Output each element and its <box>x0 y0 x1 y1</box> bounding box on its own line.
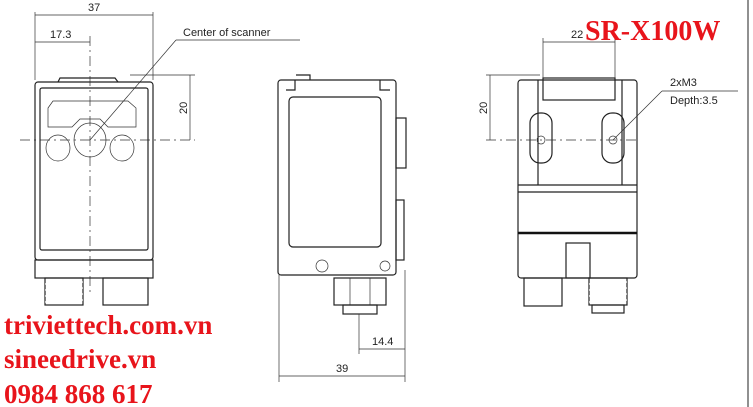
side-view: 14.4 39 <box>277 74 407 382</box>
phone-number: 0984 868 617 <box>4 379 153 407</box>
back-view: 22 20 2xM3 Depth:3.5 <box>478 29 738 314</box>
back-height-dim-label: 20 <box>478 102 490 114</box>
website-1: triviettech.com.vn <box>4 310 212 340</box>
hole-spacing-dim-label: 22 <box>571 29 583 41</box>
connector-dim-label: 14.4 <box>372 336 393 348</box>
depth-label: Depth:3.5 <box>670 95 718 107</box>
model-title: SR-X100W <box>585 16 720 47</box>
center-of-scanner-label: Center of scanner <box>183 27 271 39</box>
width-dim-label: 37 <box>88 2 100 14</box>
front-height-dim-label: 20 <box>178 102 190 114</box>
depth-dim-label: 39 <box>336 363 348 375</box>
website-2: sineedrive.vn <box>4 344 156 374</box>
center-offset-dim-label: 17.3 <box>50 29 71 41</box>
front-view: 37 17.3 20 Center of scanner <box>20 2 300 306</box>
thread-label: 2xM3 <box>670 77 697 89</box>
